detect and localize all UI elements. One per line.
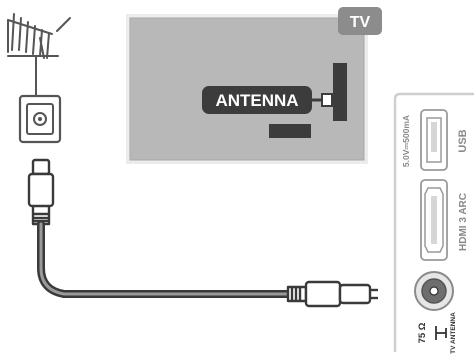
tv-badge: TV xyxy=(338,7,382,35)
tv-port-slot xyxy=(333,63,347,121)
hdmi-label: HDMI 3 ARC xyxy=(458,193,469,251)
antenna-port-callout: ANTENNA xyxy=(202,86,333,114)
tv-badge-text: TV xyxy=(350,14,371,31)
coax-plug-icon xyxy=(27,158,55,226)
tv-antenna-port-label: TV ANTENNA xyxy=(450,312,457,354)
usb-port xyxy=(420,109,448,171)
coax-plug-icon xyxy=(286,280,378,308)
tv-illustration xyxy=(126,14,368,164)
tv-antenna-port xyxy=(414,271,454,311)
connector-panel: 5.0V⎓500mA USB HDMI 3 ARC 75 Ω TV ANTENN… xyxy=(393,92,474,354)
usb-label: USB xyxy=(457,129,469,152)
usb-power-rating: 5.0V⎓500mA xyxy=(401,115,411,167)
wall-socket-icon xyxy=(18,94,62,144)
antenna-callout-label: ANTENNA xyxy=(215,91,298,110)
antenna-mast-icon xyxy=(7,13,71,97)
hdmi-port xyxy=(420,179,448,261)
impedance-label: 75 Ω xyxy=(417,322,428,343)
antenna-symbol-icon xyxy=(435,326,447,340)
coax-cable-icon xyxy=(37,220,294,298)
tv-port-slot xyxy=(269,124,311,138)
